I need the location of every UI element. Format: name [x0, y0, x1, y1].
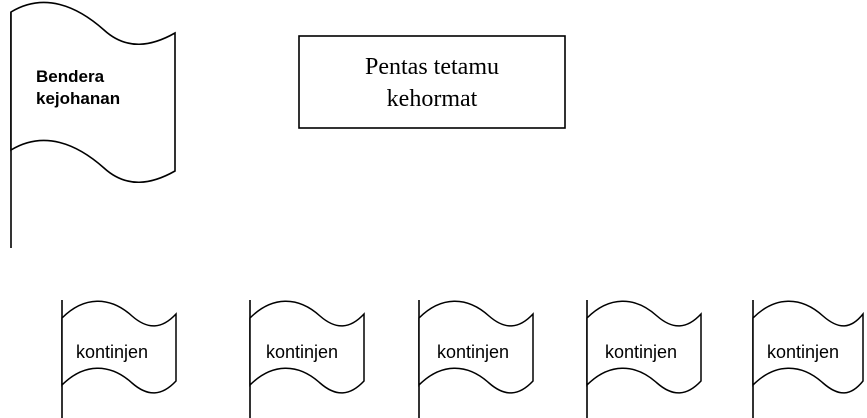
- guest-stage-label-line1: Pentas tetamu: [365, 54, 499, 80]
- contingent-flag: kontinjen: [61, 300, 177, 418]
- contingent-flag: kontinjen: [249, 300, 365, 418]
- contingent-flag-cloth: [61, 300, 177, 394]
- guest-stage-label-line2: kehormat: [387, 86, 478, 112]
- main-flag-cloth: [10, 1, 176, 184]
- contingent-flag-cloth: [752, 300, 864, 394]
- contingent-flag-cloth: [418, 300, 534, 394]
- main-flag: Bendera kejohanan: [10, 1, 176, 248]
- contingent-flag: kontinjen: [586, 300, 702, 418]
- contingent-flag-label: kontinjen: [266, 342, 338, 362]
- contingent-flag-cloth: [586, 300, 702, 394]
- contingent-flag-label: kontinjen: [605, 342, 677, 362]
- contingent-flag: kontinjen: [418, 300, 534, 418]
- guest-stage-box: [298, 35, 566, 129]
- contingent-flag-label: kontinjen: [437, 342, 509, 362]
- contingent-flag-cloth: [249, 300, 365, 394]
- main-flag-label-line1: Bendera: [36, 67, 105, 86]
- contingent-flag-label: kontinjen: [767, 342, 839, 362]
- main-flag-label-line2: kejohanan: [36, 89, 120, 108]
- contingent-flag: kontinjen: [752, 300, 864, 418]
- guest-stage: Pentas tetamu kehormat: [298, 35, 566, 129]
- contingent-flag-label: kontinjen: [76, 342, 148, 362]
